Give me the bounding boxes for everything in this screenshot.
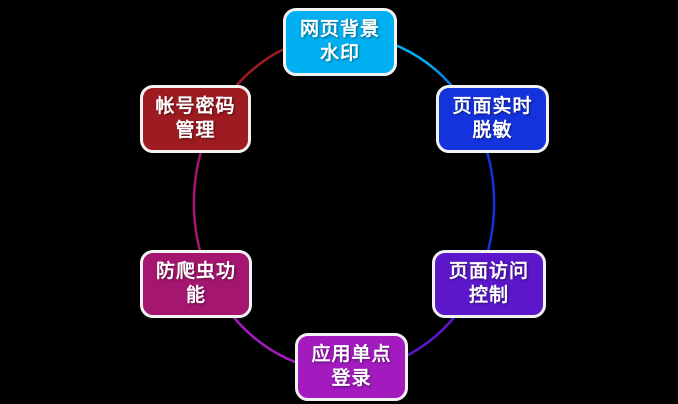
node-page-access-control[interactable]: 页面访问 控制 [432,250,546,318]
node-label-line1: 应用单点 [311,344,392,365]
node-label-line1: 防爬虫功 [155,261,236,282]
node-label-line2: 控制 [468,285,509,306]
node-anti-crawler-function[interactable]: 防爬虫功 能 [140,250,252,318]
node-label-line1: 页面实时 [452,96,533,117]
node-label-line1: 帐号密码 [155,96,236,117]
node-web-background-watermark[interactable]: 网页背景 水印 [283,8,397,76]
node-account-password-mgmt[interactable]: 帐号密码 管理 [140,85,251,153]
node-app-single-sign-on[interactable]: 应用单点 登录 [295,333,408,401]
node-label-line2: 能 [185,285,206,306]
node-label-line2: 登录 [331,368,372,389]
node-label-line2: 管理 [175,120,216,141]
node-label-line1: 网页背景 [299,19,380,40]
node-label-line2: 水印 [319,43,360,64]
node-label-line1: 页面访问 [448,261,529,282]
node-page-realtime-masking[interactable]: 页面实时 脱敏 [436,85,549,153]
node-label-line2: 脱敏 [472,120,513,141]
